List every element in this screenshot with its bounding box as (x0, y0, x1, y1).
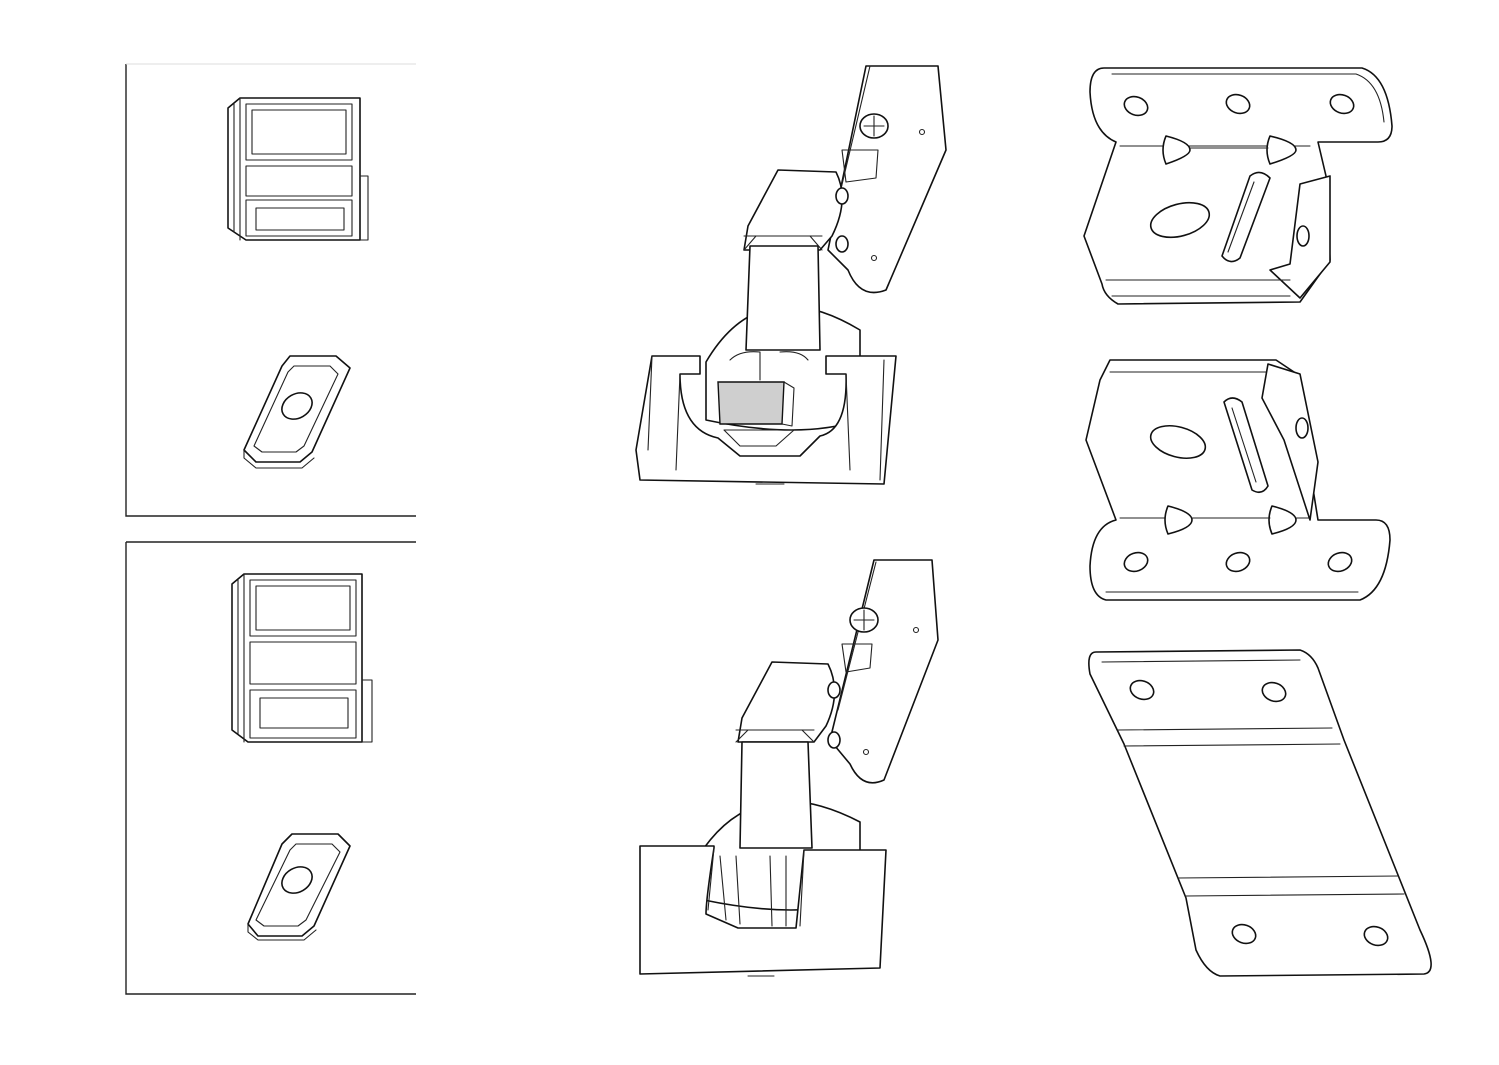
angled-bracket-plate (1084, 68, 1392, 304)
offset-bracket-plate (1089, 650, 1431, 976)
hinge-standard (640, 560, 938, 976)
clip-cup-component-top (228, 98, 368, 240)
angled-bracket-plate-mirrored (1086, 360, 1390, 600)
panel-bottom (126, 542, 416, 994)
mounting-nut-top (244, 356, 350, 468)
mounting-nut-bottom (248, 834, 350, 940)
panel-top (126, 64, 416, 516)
clip-cup-component-bottom (232, 574, 372, 742)
hinge-with-plate-insert (636, 66, 946, 484)
